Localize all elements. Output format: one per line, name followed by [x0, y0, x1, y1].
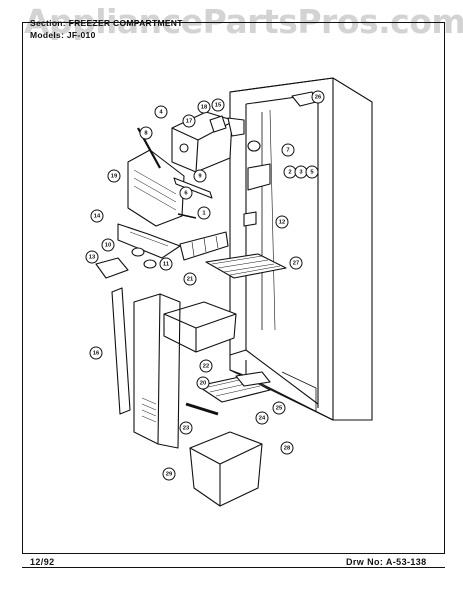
callout-number: 10 — [105, 242, 111, 248]
callout-1: 1 — [197, 206, 211, 220]
drawing-frame — [22, 22, 445, 554]
callout-number: 1 — [202, 210, 206, 216]
callout-18: 18 — [197, 100, 211, 114]
callout-number: 27 — [293, 260, 299, 266]
model-label: Models: JF-010 — [30, 30, 96, 40]
dispenser-part — [247, 163, 271, 191]
part-12 — [243, 211, 257, 227]
callout-26: 26 — [311, 90, 325, 104]
bracket — [173, 177, 213, 199]
wire-shelf-upper — [205, 253, 287, 279]
callout-19: 19 — [107, 169, 121, 183]
callout-17: 17 — [182, 114, 196, 128]
part-25 — [235, 371, 271, 387]
callout-2: 2 — [283, 165, 297, 179]
callout-28: 28 — [280, 441, 294, 455]
callout-4: 4 — [154, 105, 168, 119]
callout-number: 17 — [186, 118, 192, 124]
callout-20: 20 — [196, 376, 210, 390]
callout-6: 6 — [179, 186, 193, 200]
callout-number: 23 — [183, 425, 190, 431]
part-7 — [247, 140, 261, 152]
callout-16: 16 — [89, 346, 103, 360]
callout-25: 25 — [272, 401, 286, 415]
callout-7: 7 — [281, 143, 295, 157]
side-strip — [111, 287, 131, 415]
callout-number: 20 — [200, 380, 206, 386]
part-13 — [95, 257, 129, 279]
callout-5: 5 — [305, 165, 319, 179]
callout-14: 14 — [90, 209, 104, 223]
callout-23: 23 — [179, 421, 193, 435]
callout-10: 10 — [101, 238, 115, 252]
callout-number: 16 — [93, 350, 100, 356]
revision-date: 12/92 — [30, 557, 55, 567]
callout-22: 22 — [199, 359, 213, 373]
callout-number: 22 — [203, 363, 209, 369]
callout-27: 27 — [289, 256, 303, 270]
callout-8: 8 — [139, 126, 153, 140]
callout-number: 24 — [259, 415, 266, 421]
callout-13: 13 — [85, 250, 99, 264]
callout-number: 8 — [144, 130, 148, 136]
callout-number: 5 — [310, 169, 314, 175]
callout-12: 12 — [275, 215, 289, 229]
callout-number: 9 — [198, 173, 202, 179]
callout-number: 13 — [89, 254, 96, 260]
ice-tray — [179, 231, 229, 261]
freezer-drawer — [163, 301, 237, 353]
callout-11: 11 — [159, 257, 173, 271]
callout-number: 28 — [284, 445, 291, 451]
callout-3: 3 — [294, 165, 308, 179]
callout-29: 29 — [162, 467, 176, 481]
callout-number: 11 — [163, 261, 170, 267]
rear-panel — [133, 293, 181, 449]
callout-number: 4 — [159, 109, 163, 115]
drawing-number: Drw No: A-53-138 — [346, 557, 427, 567]
callout-number: 6 — [184, 190, 188, 196]
callout-number: 12 — [279, 219, 285, 225]
callout-24: 24 — [255, 411, 269, 425]
callout-number: 21 — [187, 276, 194, 282]
callout-number: 2 — [288, 169, 291, 175]
callout-number: 3 — [299, 169, 303, 175]
callout-number: 29 — [166, 471, 173, 477]
watermark-text: AppliancePartsPros.com — [24, 2, 463, 41]
callout-number: 14 — [94, 213, 101, 219]
callout-number: 25 — [276, 405, 283, 411]
callout-number: 15 — [215, 102, 222, 108]
callout-number: 19 — [111, 173, 118, 179]
support-rod — [185, 402, 219, 416]
callout-number: 7 — [286, 147, 289, 153]
part-14 — [117, 223, 181, 259]
storage-bin — [189, 431, 263, 507]
callout-9: 9 — [193, 169, 207, 183]
callout-number: 26 — [315, 94, 322, 100]
callout-21: 21 — [183, 272, 197, 286]
screw-part — [177, 213, 197, 219]
callout-number: 18 — [201, 104, 208, 110]
section-title: Section: FREEZER COMPARTMENT — [30, 18, 183, 28]
freezer-cabinet — [229, 77, 373, 421]
footer-rule — [22, 567, 445, 568]
callout-15: 15 — [211, 98, 225, 112]
